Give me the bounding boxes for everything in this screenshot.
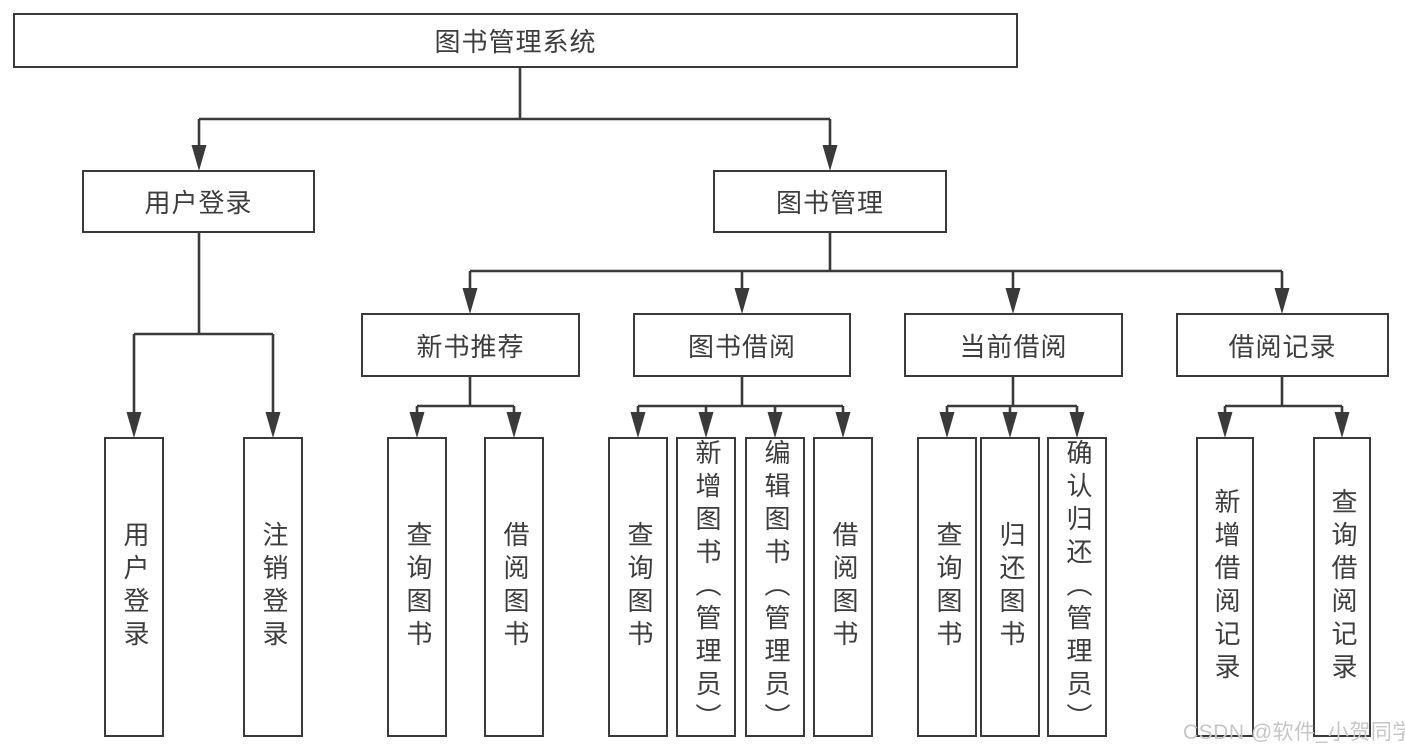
- leaf-logout: 注销登录: [243, 437, 303, 737]
- leaf-label: 编辑图书（管理员）: [760, 439, 791, 736]
- node-label: 图书管理系统: [434, 27, 597, 57]
- leaf-confirm-return-admin: 确认归还（管理员）: [1047, 437, 1107, 737]
- leaf-label: 归还图书: [995, 521, 1026, 653]
- leaf-query-books: 查询图书: [608, 437, 668, 737]
- leaf-label: 新增借阅记录: [1210, 488, 1241, 686]
- leaf-add-books-admin: 新增图书（管理员）: [676, 437, 736, 737]
- leaf-label: 注销登录: [258, 521, 289, 653]
- node-label: 图书管理: [775, 188, 884, 218]
- leaf-return-books: 归还图书: [980, 437, 1040, 737]
- csdn-watermark: CSDN @软件_小贺同学: [1183, 721, 1405, 744]
- node-label: 用户登录: [144, 188, 253, 218]
- node-borrowing-records: 借阅记录: [1176, 313, 1389, 377]
- node-user-login: 用户登录: [82, 170, 315, 233]
- leaf-label: 新增图书（管理员）: [691, 439, 722, 736]
- node-library-management-system: 图书管理系统: [13, 13, 1018, 68]
- leaf-label: 查询图书: [932, 521, 963, 653]
- leaf-query-books: 查询图书: [387, 437, 447, 737]
- node-label: 图书借阅: [687, 331, 796, 362]
- leaf-label: 确认归还（管理员）: [1062, 439, 1093, 736]
- leaf-user-login: 用户登录: [104, 437, 164, 737]
- leaf-query-borrow-record: 查询借阅记录: [1313, 437, 1371, 737]
- leaf-label: 借阅图书: [499, 521, 530, 653]
- leaf-label: 查询借阅记录: [1327, 488, 1358, 686]
- leaf-label: 查询图书: [402, 521, 433, 653]
- leaf-borrow-books: 借阅图书: [813, 437, 873, 737]
- node-label: 当前借阅: [959, 331, 1068, 362]
- leaf-add-borrow-record: 新增借阅记录: [1196, 437, 1254, 737]
- leaf-query-books: 查询图书: [917, 437, 977, 737]
- node-new-book-recommendation: 新书推荐: [361, 313, 580, 377]
- leaf-label: 用户登录: [119, 521, 150, 653]
- leaf-label: 借阅图书: [828, 521, 859, 653]
- node-label: 新书推荐: [416, 331, 525, 362]
- leaf-label: 查询图书: [623, 521, 654, 653]
- node-label: 借阅记录: [1228, 331, 1337, 362]
- node-book-borrowing: 图书借阅: [633, 313, 851, 377]
- node-book-management: 图书管理: [713, 170, 947, 233]
- node-current-borrowing: 当前借阅: [904, 313, 1123, 377]
- leaf-borrow-books: 借阅图书: [484, 437, 544, 737]
- leaf-edit-books-admin: 编辑图书（管理员）: [745, 437, 805, 737]
